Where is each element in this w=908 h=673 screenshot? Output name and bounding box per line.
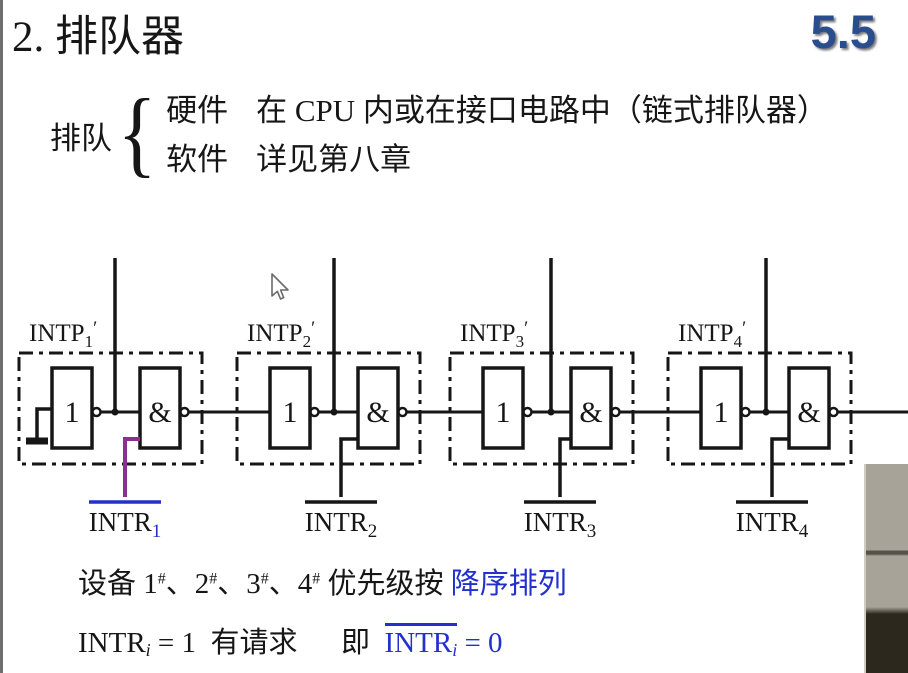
and-output-bubble-3 bbox=[610, 406, 621, 418]
stage-box-2 bbox=[235, 351, 422, 466]
intr-label-4: INTR4 bbox=[736, 507, 809, 542]
stage-box-4 bbox=[666, 351, 853, 466]
note-segment: = 0 bbox=[457, 627, 503, 659]
hardware-term: 硬件 bbox=[166, 93, 229, 129]
not-gate-label-4: 1 bbox=[714, 396, 729, 429]
note-segment: 、4 bbox=[268, 568, 313, 600]
intr-line-3 bbox=[558, 437, 571, 497]
not-gate-label-2: 1 bbox=[283, 396, 298, 429]
note-segment: INTR bbox=[384, 627, 453, 659]
intr-line-1 bbox=[123, 437, 140, 497]
mouse-cursor-icon bbox=[271, 273, 289, 300]
intr-line-2 bbox=[339, 437, 358, 497]
and-output-bubble-4 bbox=[828, 406, 839, 418]
not-gate-3 bbox=[481, 366, 525, 450]
hardware-row: 硬件 在 CPU 内或在接口电路中（链式排队器） bbox=[166, 92, 828, 130]
software-term: 软件 bbox=[166, 142, 229, 178]
stage-box-1 bbox=[17, 351, 204, 466]
intp-label-1: INTP1′ bbox=[29, 318, 97, 351]
priority-note: 设备 1#、2#、3#、4# 优先级按 降序排列 bbox=[78, 560, 567, 602]
not-output-bubble-3 bbox=[522, 406, 533, 418]
queue-definition-block: 排队 { 硬件 在 CPU 内或在接口电路中（链式排队器） 软件 详见第八章 bbox=[50, 79, 828, 186]
note-segment: 降序排列 bbox=[450, 568, 567, 600]
note-segment: 设备 1 bbox=[78, 568, 158, 600]
note-segment: # bbox=[209, 570, 218, 588]
not-output-bubble-1 bbox=[91, 406, 102, 418]
not-gate-4 bbox=[699, 366, 743, 450]
note-segment: INTR bbox=[78, 627, 146, 659]
and-gate-label-3: & bbox=[579, 396, 602, 429]
stage-box-3 bbox=[448, 351, 635, 466]
and-gate-label-1: & bbox=[148, 396, 171, 429]
note-segment: # bbox=[260, 570, 269, 588]
slide-title: 2. 排队器 bbox=[12, 14, 184, 61]
intr-label-3: INTR3 bbox=[524, 507, 597, 542]
hardware-desc: 在 CPU 内或在接口电路中（链式排队器） bbox=[256, 93, 828, 129]
software-desc: 详见第八章 bbox=[256, 142, 412, 178]
and-gate-label-4: & bbox=[797, 396, 820, 429]
intr-label-1: INTR1 bbox=[89, 507, 162, 542]
intp-label-3: INTP3′ bbox=[460, 318, 528, 351]
window-edge-strip bbox=[0, 0, 3, 673]
intr-label-2: INTR2 bbox=[305, 507, 378, 542]
webcam-video-strip bbox=[864, 464, 908, 673]
not-output-bubble-4 bbox=[740, 406, 751, 418]
section-number: 5.5 bbox=[810, 5, 876, 58]
note-segment: 优先级按 bbox=[320, 568, 451, 600]
not-gate-label-1: 1 bbox=[65, 396, 80, 429]
and-gate-label-2: & bbox=[366, 396, 389, 429]
daisy-chain-arbiter-diagram: 1 & INTP1′ INTR1 1 & INTP2′ INTR2 1 & INTP3′ INTR3 1… bbox=[17, 258, 908, 542]
note-segment: # bbox=[157, 570, 166, 588]
and-gate-2 bbox=[356, 366, 400, 450]
and-gate-3 bbox=[569, 366, 613, 450]
intr-line-4 bbox=[770, 437, 789, 497]
and-gate-4 bbox=[787, 366, 831, 450]
brace-rows: 硬件 在 CPU 内或在接口电路中（链式排队器） 软件 详见第八章 bbox=[166, 92, 828, 179]
ground-stub bbox=[35, 407, 52, 438]
not-gate-label-3: 1 bbox=[496, 396, 511, 429]
intr-signal-note: INTRi = 1 有请求 即 INTRi = 0 bbox=[78, 619, 503, 661]
brace-label: 排队 bbox=[50, 121, 112, 157]
not-gate-2 bbox=[268, 366, 312, 450]
note-segment: 、3 bbox=[217, 568, 261, 600]
and-gate-1 bbox=[138, 366, 182, 450]
note-segment: 、2 bbox=[165, 568, 210, 600]
brace-glyph: { bbox=[117, 79, 157, 186]
not-output-bubble-2 bbox=[309, 406, 320, 418]
overlined-signal: INTRi bbox=[384, 623, 458, 660]
and-output-bubble-1 bbox=[179, 406, 190, 418]
note-segment: i bbox=[452, 639, 458, 660]
note-segment: # bbox=[312, 570, 321, 588]
note-segment: = 1 有请求 即 bbox=[150, 627, 385, 659]
and-output-bubble-2 bbox=[397, 406, 408, 418]
intp-label-2: INTP2′ bbox=[247, 318, 315, 351]
not-gate-1 bbox=[50, 366, 94, 450]
software-row: 软件 详见第八章 bbox=[166, 141, 828, 179]
note-segment: i bbox=[145, 639, 151, 660]
intp-label-4: INTP4′ bbox=[678, 318, 746, 351]
